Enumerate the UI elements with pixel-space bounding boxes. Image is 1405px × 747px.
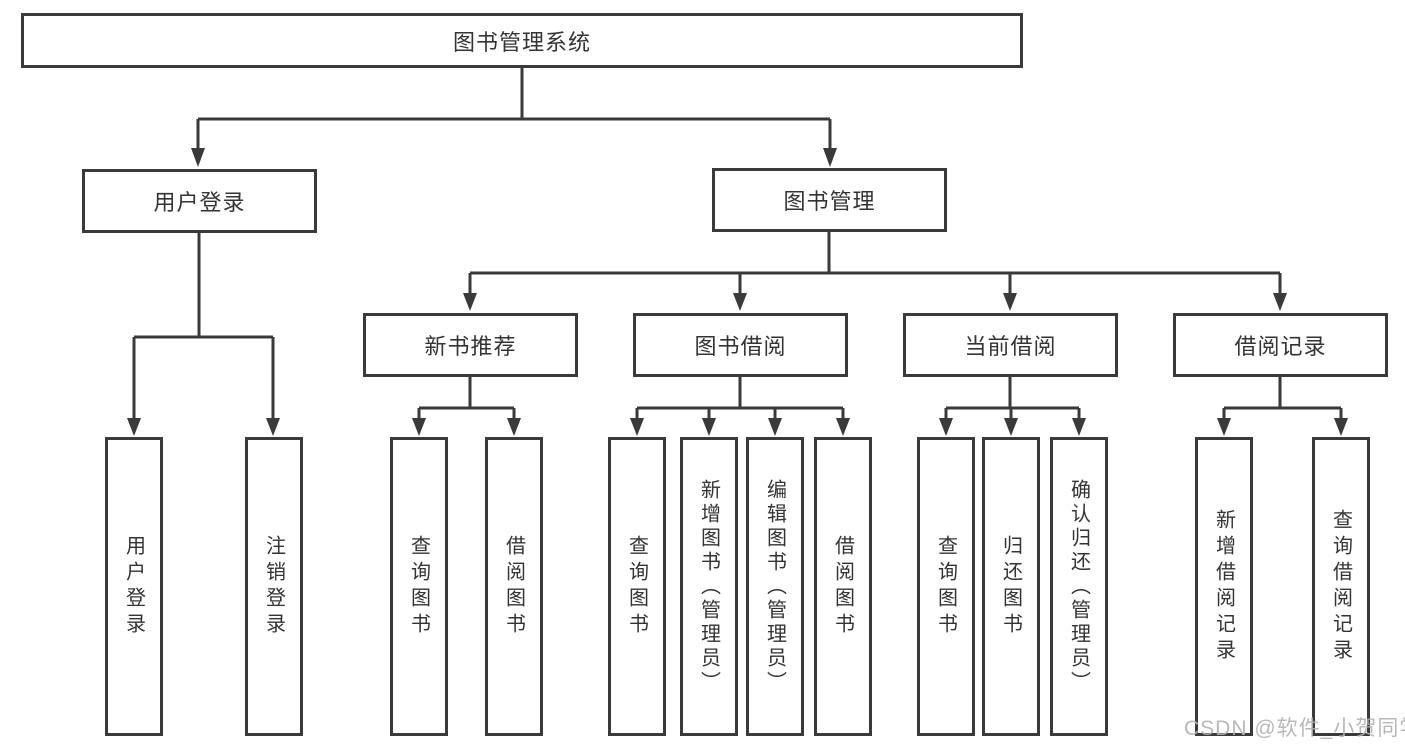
- node-book-management: 图书管理: [712, 168, 947, 232]
- edge-records-to-leaves: [1222, 377, 1343, 419]
- node-user-login: 用户登录: [82, 169, 317, 233]
- edge-bookmgmt-to-level3: [468, 232, 1282, 294]
- node-root: 图书管理系统: [21, 13, 1023, 68]
- arrowhead-icon: [127, 418, 141, 436]
- arrowhead-icon: [507, 418, 521, 436]
- leaf-logout-login: 注销登录: [245, 437, 303, 736]
- arrowhead-icon: [412, 418, 426, 436]
- leaf-user-login: 用户登录: [105, 437, 163, 736]
- leaf-newbooks-query-books: 查询图书: [390, 437, 448, 736]
- arrowhead-icon: [939, 418, 953, 436]
- leaf-borrow-query-books: 查询图书: [608, 437, 666, 736]
- node-book-borrow: 图书借阅: [633, 313, 848, 377]
- arrowhead-icon: [191, 148, 205, 167]
- arrowhead-icon: [1217, 418, 1231, 436]
- leaf-borrow-borrow-books: 借阅图书: [814, 437, 872, 736]
- edge-currentborrow-to-leaves: [944, 377, 1081, 419]
- leaf-borrow-add-books-admin: 新增图书（管理员）: [680, 437, 738, 736]
- leaf-current-query-books: 查询图书: [917, 437, 975, 736]
- leaf-current-return-books: 归还图书: [982, 437, 1040, 736]
- node-current-borrow: 当前借阅: [903, 313, 1118, 377]
- edge-root-to-level2: [196, 68, 832, 150]
- arrowhead-icon: [630, 418, 644, 436]
- leaf-records-query-record: 查询借阅记录: [1312, 437, 1370, 736]
- arrowhead-icon: [1273, 293, 1287, 311]
- arrowhead-icon: [1003, 293, 1017, 311]
- arrowhead-icon: [1004, 418, 1018, 436]
- leaf-borrow-edit-books-admin: 编辑图书（管理员）: [746, 437, 804, 736]
- arrowhead-icon: [463, 293, 477, 311]
- arrowhead-icon: [702, 418, 716, 436]
- edge-bookborrow-to-leaves: [635, 377, 845, 419]
- node-borrow-records: 借阅记录: [1173, 313, 1388, 377]
- node-new-books: 新书推荐: [363, 313, 578, 377]
- arrowhead-icon: [823, 148, 837, 167]
- arrowhead-icon: [733, 293, 747, 311]
- arrowhead-icon: [1072, 418, 1086, 436]
- arrowhead-icon: [836, 418, 850, 436]
- arrowhead-icon: [768, 418, 782, 436]
- arrowhead-icon: [266, 418, 280, 436]
- edge-userlogin-to-leaves: [132, 233, 275, 418]
- arrowhead-icon: [1334, 418, 1348, 436]
- watermark: CSDN @软件_小贺同学: [1184, 717, 1405, 740]
- leaf-newbooks-borrow-books: 借阅图书: [485, 437, 543, 736]
- leaf-records-add-record: 新增借阅记录: [1195, 437, 1253, 736]
- leaf-current-confirm-return-admin: 确认归还（管理员）: [1050, 437, 1108, 736]
- edge-newbooks-to-leaves: [417, 377, 516, 419]
